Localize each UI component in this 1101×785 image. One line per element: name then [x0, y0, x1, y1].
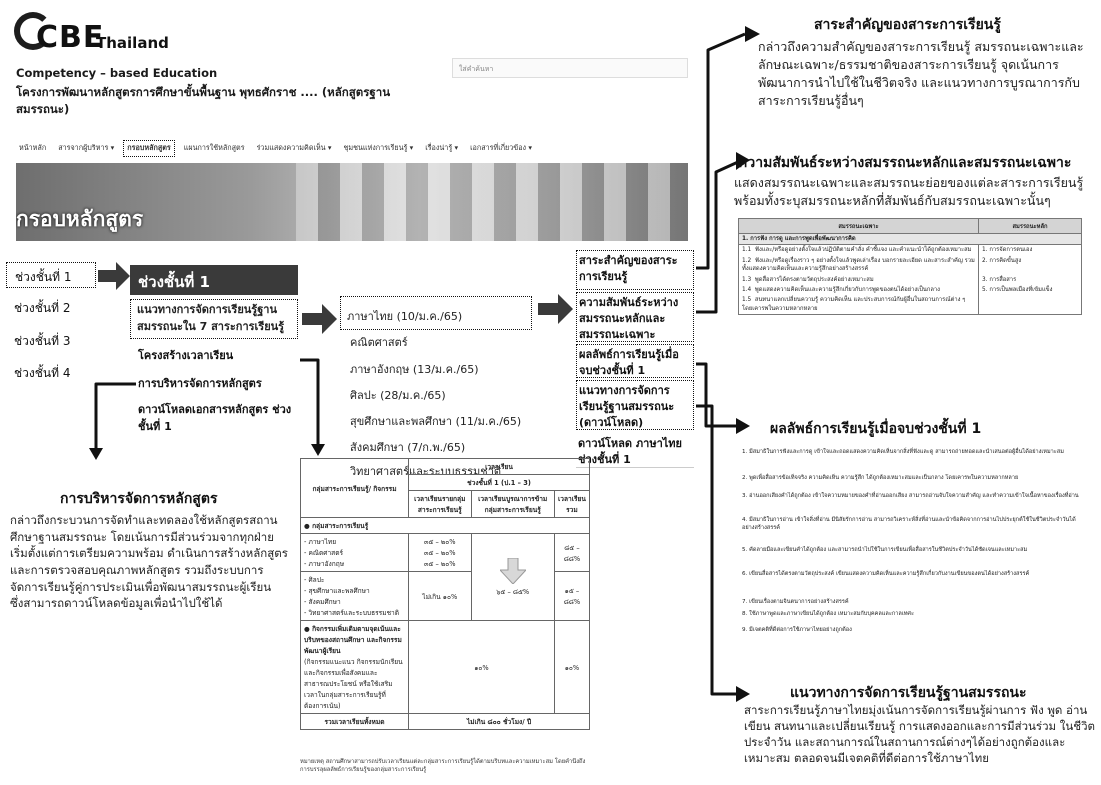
- hours-total-label: รวมเวลาเรียนทั้งหมด: [300, 713, 409, 730]
- relation-title: ความสัมพันธ์ระหว่างสมรรถนะหลักและสมรรถนะ…: [738, 155, 1072, 171]
- level-item-1[interactable]: ช่วงชั้นที่ 1: [6, 262, 96, 288]
- comp-core: 3. การสื่อสาร: [978, 274, 1082, 285]
- outcome-item: 6. เขียนสื่อสารได้ตรงตามวัตถุประสงค์ เขี…: [742, 571, 1030, 577]
- hours-sub2-c: ๑๕ – ๘๘%: [553, 571, 591, 621]
- comp-row: 1.1 ฟังและ/หรือดูอย่างตั้งใจแล้วปฏิบัติต…: [738, 244, 979, 256]
- outcome-item: 7. เขียนเรื่องตามจินตนาการอย่างสร้างสรรค…: [742, 599, 849, 605]
- outcome-item: 3. อ่านออกเสียงคำได้ถูกต้อง เข้าใจความหม…: [742, 493, 1079, 499]
- hours-sub1: - ภาษาไทย - คณิตศาสตร์ - ภาษาอังกฤษ: [300, 533, 409, 572]
- subject-social[interactable]: สังคมศึกษา (7/ก.พ./65): [350, 441, 466, 454]
- level-item-3[interactable]: ช่วงชั้นที่ 3: [14, 334, 71, 348]
- hours-col-c: เวลาเรียนรวม: [553, 490, 591, 518]
- hours-col-a: เวลาเรียนรายกลุ่มสาระการเรียนรู้: [408, 490, 472, 518]
- relation-body: แสดงสมรรถนะเฉพาะและสมรรถนะย่อยของแต่ละสา…: [734, 175, 1084, 209]
- level-item-4[interactable]: ช่วงชั้นที่ 4: [14, 366, 71, 380]
- nav-message[interactable]: สารจากผู้บริหาร ▾: [58, 142, 115, 152]
- hours-sub2: - ศิลปะ - สุขศึกษาและพลศึกษา - สังคมศึกษ…: [300, 571, 409, 621]
- hours-section1: ● กลุ่มสาระการเรียนรู้: [300, 517, 590, 534]
- level-menu-item-management[interactable]: การบริหารจัดการหลักสูตร: [138, 377, 262, 390]
- comp-core: [978, 295, 1082, 316]
- comp-row: 1.5 สนทนาแลกเปลี่ยนความรู้ ความคิดเห็น แ…: [738, 295, 979, 316]
- comp-group: 1. การฟัง การดู และการพูดเพื่อพัฒนาการคิ…: [738, 232, 1082, 246]
- arrow-right-icon: [538, 294, 573, 324]
- hours-total-value: ไม่เกิน ๘๐๐ ชั่วโมง/ ปี: [408, 713, 590, 730]
- hours-sub2-a: ไม่เกิน ๑๐%: [408, 571, 472, 621]
- comp-core: 1. การจัดการตนเอง: [978, 244, 1082, 256]
- subject-menu-approach[interactable]: แนวทางการจัดการเรียนรู้ฐานสมรรถนะ (ดาวน์…: [576, 380, 694, 430]
- competency-table: สมรรถนะเฉพาะ สมรรถนะหลัก 1. การฟัง การดู…: [738, 218, 1082, 316]
- hours-sub-b: ๖๕ – ๘๕%: [470, 533, 555, 621]
- hours-table: กลุ่มสาระการเรียนรู้/ กิจกรรม เวลาเรียน …: [300, 458, 591, 730]
- nav-framework[interactable]: กรอบหลักสูตร: [123, 139, 175, 157]
- hours-col-b: เวลาเรียนบูรณาการข้ามกลุ่มสาระการเรียนรู…: [470, 490, 555, 518]
- outcome-item: 1. มีสมาธิในการฟังและการดู เข้าใจและถอดแ…: [742, 449, 1064, 455]
- site-title: โครงการพัฒนาหลักสูตรการศึกษาขั้นพื้นฐาน …: [16, 85, 391, 117]
- nav-community[interactable]: ชุมชนแห่งการเรียนรู้ ▾: [343, 142, 414, 152]
- hours-sub1-c: ๘๕ – ๘๘%: [553, 533, 591, 572]
- hours-header-level: ช่วงชั้นที่ 1 (ป.1 – 3): [408, 474, 590, 491]
- nav-knowledge[interactable]: เรื่องน่ารู้ ▾: [425, 142, 459, 152]
- outcomes-title: ผลลัพธ์การเรียนรู้เมื่อจบช่วงชั้นที่ 1: [770, 421, 982, 437]
- essence-body: กล่าวถึงความสำคัญของสาระการเรียนรู้ สมรร…: [758, 39, 1084, 109]
- level-menu-item-download[interactable]: ดาวน์โหลดเอกสารหลักสูตร ช่วงชั้นที่ 1: [138, 403, 292, 433]
- arrow-down-icon: [498, 557, 527, 585]
- subject-thai[interactable]: ภาษาไทย (10/ม.ค./65): [340, 296, 532, 330]
- nav-documents[interactable]: เอกสารที่เกี่ยวข้อง ▾: [470, 142, 532, 152]
- hours-header-group: กลุ่มสาระการเรียนรู้/ กิจกรรม: [300, 458, 409, 518]
- outcome-item: 9. มีเจตคติที่ดีต่อการใช้ภาษาไทยอย่างถูก…: [742, 627, 852, 633]
- main-nav: หน้าหลัก สารจากผู้บริหาร ▾ กรอบหลักสูตร …: [16, 139, 686, 157]
- hours-header-time: เวลาเรียน: [408, 458, 590, 475]
- nav-opinion[interactable]: ร่วมแสดงความคิดเห็น ▾: [256, 142, 332, 152]
- logo-ring-icon: [14, 12, 52, 50]
- level-item-2[interactable]: ช่วงชั้นที่ 2: [14, 301, 71, 315]
- comp-header-specific: สมรรถนะเฉพาะ: [738, 218, 979, 234]
- search-input[interactable]: ใส่คำค้นหา: [452, 58, 688, 78]
- logo-main: CBE: [36, 20, 105, 55]
- nav-plan[interactable]: แผนการใช้หลักสูตร: [183, 142, 245, 152]
- subject-menu-download[interactable]: ดาวน์โหลด ภาษาไทย ช่วงชั้นที่ 1: [576, 434, 694, 468]
- subject-english[interactable]: ภาษาอังกฤษ (13/ม.ค./65): [350, 363, 479, 376]
- subject-art[interactable]: ศิลปะ (28/ม.ค./65): [350, 389, 446, 402]
- outcome-item: 5. คัดลายมือและเขียนคำได้ถูกต้อง และสามา…: [742, 547, 1028, 553]
- hours-note: หมายเหตุ สถานศึกษาสามารถปรับเวลาเรียนแต่…: [300, 759, 586, 774]
- approach-body: สาระการเรียนรู้ภาษาไทยมุ่งเน้นการจัดการเ…: [744, 703, 1095, 766]
- comp-row: 1.4 พูดแสดงความคิดเห็นและความรู้สึกเกี่ย…: [738, 284, 979, 296]
- banner-title: กรอบหลักสูตร: [16, 207, 144, 231]
- outcome-item: 4. มีสมาธิในการอ่าน เข้าใจสิ่งที่อ่าน มี…: [742, 517, 1076, 532]
- hours-section2-ab: ๑๐%: [408, 620, 555, 714]
- comp-core: 5. การเป็นพลเมืองที่เข้มแข็ง: [978, 284, 1082, 296]
- arrow-right-icon: [302, 304, 337, 334]
- management-body: กล่าวถึงกระบวนการจัดทำและทดลองใช้หลักสูต…: [10, 513, 288, 611]
- subject-math[interactable]: คณิตศาสตร์: [350, 336, 408, 349]
- subject-menu-outcomes[interactable]: ผลลัพธ์การเรียนรู้เมื่อจบช่วงชั้นที่ 1: [576, 344, 694, 378]
- subject-menu-essence[interactable]: สาระสำคัญของสาระการเรียนรู้: [576, 250, 694, 290]
- level-menu-item-structure[interactable]: โครงสร้างเวลาเรียน: [138, 349, 234, 362]
- logo-sub: Thailand: [96, 34, 169, 52]
- management-title: การบริหารจัดการหลักสูตร: [60, 491, 218, 507]
- approach-title: แนวทางการจัดการเรียนรู้ฐานสมรรถนะ: [790, 685, 1027, 701]
- site-subtitle: Competency – based Education: [16, 66, 218, 80]
- comp-row: 1.2 ฟังและ/หรือดูเรื่องราว ๆ อย่างตั้งใจ…: [738, 255, 979, 275]
- hours-section2: ● กิจกรรมเพิ่มเติมตามจุดเน้นและบริบทของส…: [300, 620, 409, 714]
- essence-title: สาระสำคัญของสาระการเรียนรู้: [814, 17, 1001, 33]
- hero-banner: กรอบหลักสูตร: [16, 163, 688, 241]
- comp-header-core: สมรรถนะหลัก: [978, 218, 1082, 234]
- comp-row: 1.3 พูดสื่อสารได้ตรงตามวัตถุประสงค์อย่าง…: [738, 274, 979, 285]
- outcome-item: 2. พูดเพื่อสื่อสารข้อเท็จจริง ความคิดเห็…: [742, 475, 1019, 481]
- level-menu-heading: ช่วงชั้นที่ 1: [130, 265, 298, 295]
- nav-home[interactable]: หน้าหลัก: [19, 142, 47, 152]
- hours-section2-c: ๑๐%: [553, 620, 591, 714]
- arrow-right-icon: [98, 262, 130, 290]
- outcome-item: 8. ใช้ภาษาพูดและภาษาเขียนได้ถูกต้อง เหมา…: [742, 611, 914, 617]
- website-screenshot: CBE Thailand Competency – based Educatio…: [0, 0, 693, 245]
- level-menu-item-approach[interactable]: แนวทางการจัดการเรียนรู้ฐานสมรรถนะใน 7 สา…: [130, 299, 298, 339]
- subject-menu-relation[interactable]: ความสัมพันธ์ระหว่างสมรรถนะหลักและสมรรถนะ…: [576, 292, 694, 342]
- hours-sub1-a: ๓๕ – ๒๐% ๓๕ – ๒๐% ๓๕ – ๒๐%: [408, 533, 472, 572]
- comp-core: 2. การคิดขั้นสูง: [978, 255, 1082, 275]
- subject-health[interactable]: สุขศึกษาและพลศึกษา (11/ม.ค./65): [350, 415, 522, 428]
